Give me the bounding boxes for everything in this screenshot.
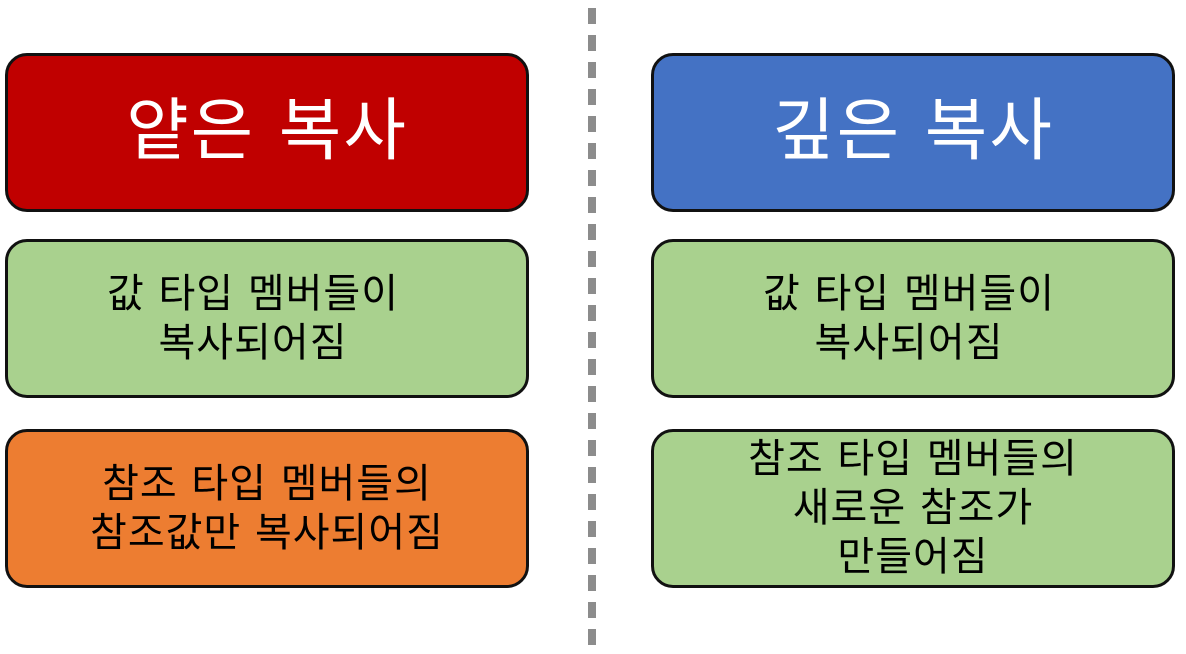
shallow-copy-reference-types-box: 참조 타입 멤버들의 참조값만 복사되어짐 [5, 429, 529, 588]
column-divider [588, 8, 596, 648]
deep-copy-reference-types-box: 참조 타입 멤버들의 새로운 참조가 만들어짐 [651, 429, 1175, 588]
shallow-copy-value-types-box: 값 타입 멤버들이 복사되어짐 [5, 239, 529, 398]
shallow-copy-value-types-text: 값 타입 멤버들이 복사되어짐 [106, 270, 400, 366]
deep-copy-header: 깊은 복사 [651, 53, 1175, 212]
deep-copy-title: 깊은 복사 [772, 92, 1054, 172]
shallow-copy-header: 얕은 복사 [5, 53, 529, 212]
shallow-copy-title: 얕은 복사 [126, 92, 408, 172]
deep-copy-value-types-box: 값 타입 멤버들이 복사되어짐 [651, 239, 1175, 398]
shallow-copy-reference-types-text: 참조 타입 멤버들의 참조값만 복사되어짐 [90, 460, 444, 556]
deep-copy-reference-types-text: 참조 타입 멤버들의 새로운 참조가 만들어짐 [748, 436, 1078, 580]
deep-copy-value-types-text: 값 타입 멤버들이 복사되어짐 [762, 270, 1056, 366]
